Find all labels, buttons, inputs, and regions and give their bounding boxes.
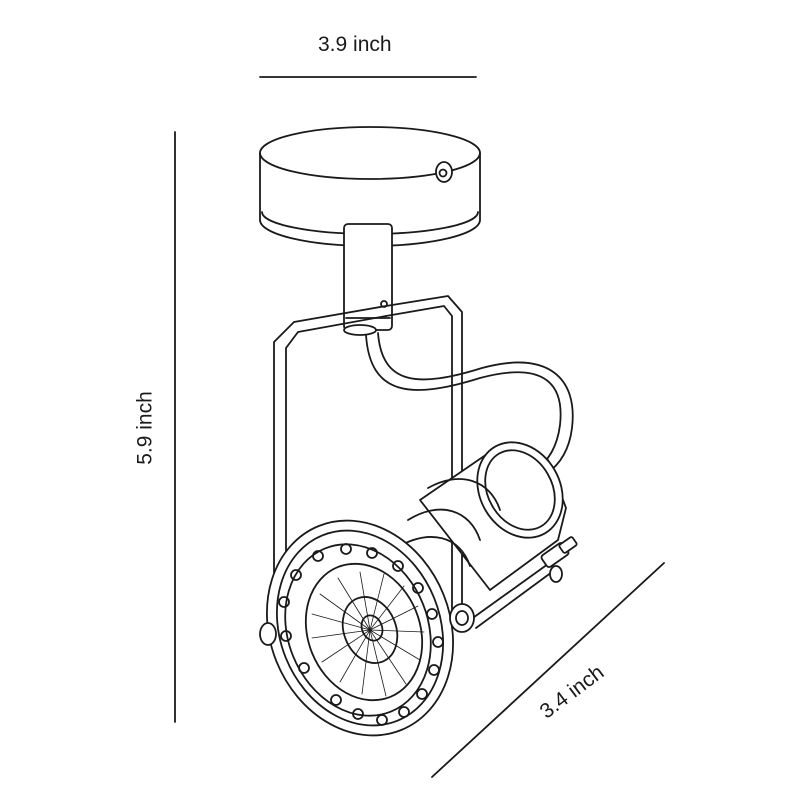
bezel-holes [278,543,444,726]
width-dimension-label: 3.9 inch [318,33,392,56]
lamp-body [395,441,567,591]
ceiling-canopy [259,126,481,247]
depth-dimension-line [431,562,665,778]
lamp-front-bezel [266,519,454,737]
feed-wire [365,332,574,475]
stem [343,223,393,336]
height-dimension-label: 5.9 inch [133,391,157,465]
mounting-bracket [273,295,463,611]
pivot-knobs [259,603,475,646]
tension-rods [469,536,578,629]
reflector-facets [311,571,425,697]
